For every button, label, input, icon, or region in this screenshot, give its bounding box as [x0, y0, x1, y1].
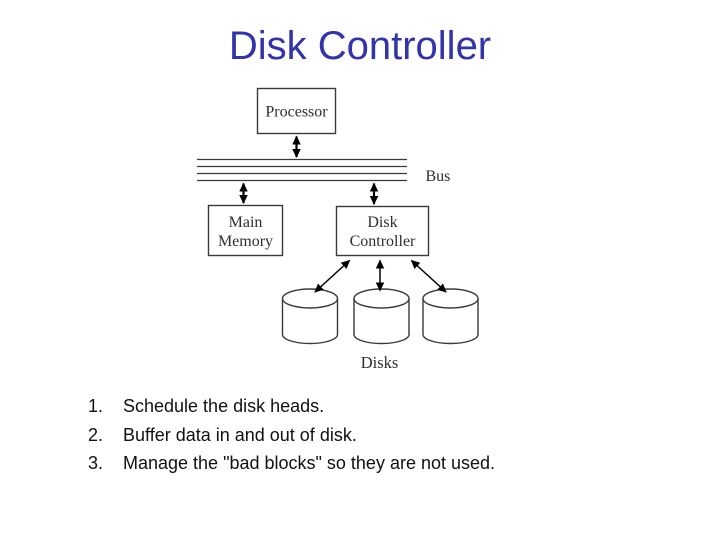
disk-cylinder-right — [422, 288, 479, 345]
main-memory-label-line2: Memory — [218, 233, 273, 250]
list-item-number: 1. — [88, 396, 104, 416]
disk-controller-label-line2: Controller — [350, 233, 416, 250]
slide-title: Disk Controller — [228, 24, 492, 68]
list-item-number: 2. — [88, 424, 104, 445]
list-item-text: Buffer data in and out of disk. — [123, 424, 357, 445]
disk-controller-label-line1: Disk — [367, 214, 397, 231]
list-item-text: Schedule the disk heads. — [123, 396, 325, 416]
disks-label: Disks — [361, 353, 399, 372]
processor-box — [256, 87, 337, 135]
list-item: 3. Manage the "bad blocks" so they are n… — [88, 449, 495, 478]
list-item-number: 3. — [88, 453, 104, 473]
list-item: 2. Buffer data in and out of disk. — [88, 421, 495, 450]
disk-cylinder-middle — [353, 288, 410, 345]
main-memory-label-line1: Main — [229, 214, 263, 231]
disk-controller-box — [335, 205, 430, 257]
arrow-controller-disk-right — [410, 259, 447, 293]
numbered-list: 1. Schedule the disk heads. 2. Buffer da… — [88, 392, 495, 478]
processor-label: Processor — [265, 104, 328, 121]
bus-label: Bus — [426, 168, 451, 185]
arrow-controller-disk-left — [314, 259, 351, 293]
disk-cylinder-left — [281, 288, 339, 345]
list-item-text: Manage the "bad blocks" so they are not … — [123, 453, 496, 473]
bus-lines — [197, 158, 407, 182]
main-memory-box — [207, 204, 284, 257]
list-item: 1. Schedule the disk heads. — [88, 392, 495, 421]
